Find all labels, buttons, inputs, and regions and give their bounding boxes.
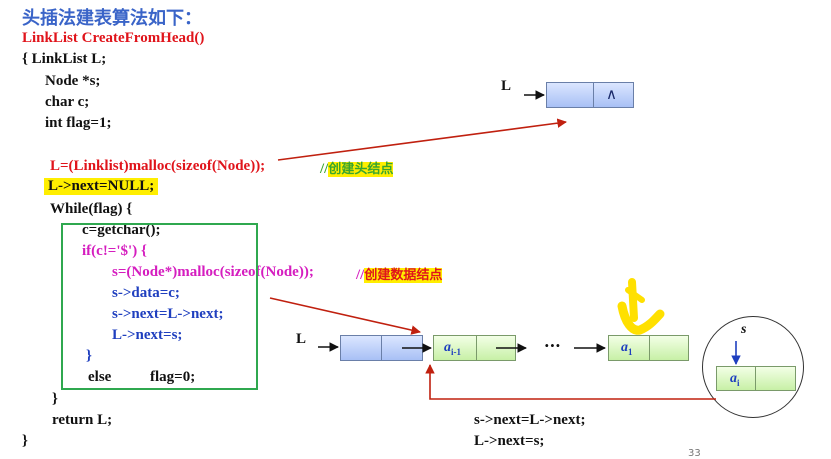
new-node-circle <box>702 316 804 418</box>
code-line-if: if(c!='$') { <box>82 243 147 259</box>
head-pointer-label-top: L <box>501 78 512 94</box>
code-function-header: LinkList CreateFromHead() <box>22 30 205 46</box>
yellow-highlight-mark <box>617 278 665 335</box>
arrow-code-to-list-head <box>269 297 421 335</box>
code-line-declare-s: Node *s; <box>45 73 101 89</box>
comment-create-data-node: 创建数据结点 <box>364 268 443 283</box>
code-line-else: else <box>88 369 112 385</box>
code-line-declare-c: char c; <box>45 94 90 110</box>
node-a1-data: a1 <box>608 335 650 361</box>
comment-slashes: // <box>320 161 329 177</box>
arrow-new-node-to-ai-minus-1 <box>425 364 716 400</box>
slide-title: 头插法建表算法如下： <box>22 8 202 29</box>
code-line-head-null: L->next=NULL; <box>44 178 159 195</box>
new-node-next <box>755 366 796 391</box>
code-line-close-if: } <box>86 348 92 364</box>
code-line-close-while: } <box>52 391 58 407</box>
caption-line-2: L->next=s; <box>474 433 545 449</box>
code-comment-head: //创建头结点 <box>320 158 394 178</box>
code-line-malloc-node: s=(Node*)malloc(sizeof(Node)); <box>112 264 314 280</box>
code-line-while: While(flag) { <box>50 201 133 217</box>
caption-line-1: s->next=L->next; <box>474 412 586 428</box>
code-comment-node: //创建数据结点 <box>356 264 443 284</box>
null-symbol: ∧ <box>606 85 617 103</box>
comment-create-head-node: 创建头结点 <box>328 162 394 177</box>
code-line-malloc-head: L=(Linklist)malloc(sizeof(Node)); <box>50 158 266 174</box>
code-line-close-function: } <box>22 433 28 449</box>
list-head-data-cell <box>340 335 382 361</box>
code-line-flag-zero: flag=0; <box>150 369 196 385</box>
loop-body-box <box>61 223 258 390</box>
new-node-label: ai <box>730 371 740 388</box>
head-node-next-cell: ∧ <box>593 82 634 108</box>
node-a1-next <box>649 335 689 361</box>
new-node-data: ai <box>716 366 756 391</box>
node-ai-minus-1-label: ai-1 <box>444 340 461 357</box>
new-node-pointer-label: s <box>741 322 747 337</box>
code-line-declare-flag: int flag=1; <box>45 115 112 131</box>
ellipsis: ··· <box>544 336 561 355</box>
code-line-assign-data: s->data=c; <box>112 285 180 301</box>
head-pointer-label-bottom: L <box>296 331 307 347</box>
code-line-link-head: L->next=s; <box>112 327 183 343</box>
page-number: 33 <box>688 448 701 459</box>
code-line-link-next: s->next=L->next; <box>112 306 224 322</box>
code-line-return: return L; <box>52 412 113 428</box>
comment-slashes-2: // <box>356 267 365 283</box>
code-line-declare-L: { LinkList L; <box>22 51 107 67</box>
node-a1-label: a1 <box>621 340 633 357</box>
code-line-getchar: c=getchar(); <box>82 222 161 238</box>
arrow-malloc-to-head <box>277 118 567 161</box>
